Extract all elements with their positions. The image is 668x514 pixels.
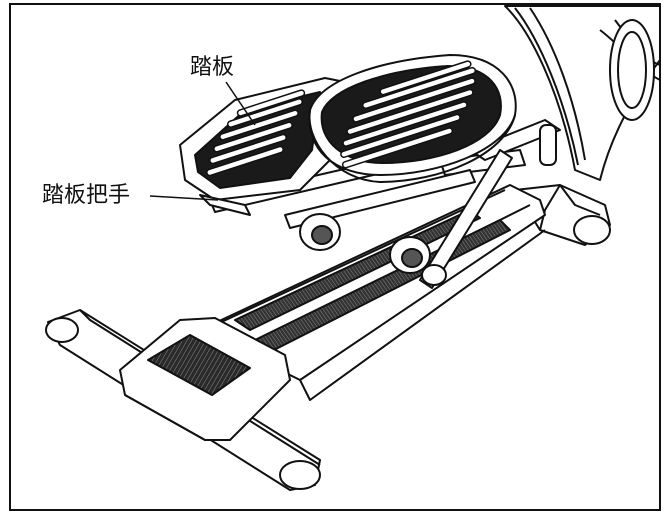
pedal-arms	[209, 119, 561, 289]
right-pedal	[308, 54, 517, 183]
pedal-label: 踏板	[190, 55, 234, 80]
roller-wheels	[299, 213, 447, 286]
front-base-housing	[119, 317, 291, 441]
left-pedal	[179, 77, 346, 216]
machine-drawing	[45, 5, 661, 491]
pedal-handle-label: 踏板把手	[42, 183, 130, 208]
pedal-leader-line	[225, 81, 256, 126]
figure-frame	[9, 3, 661, 511]
callout-lines	[149, 81, 256, 201]
pedal-handle-leader-line	[149, 195, 219, 201]
flywheel-housing	[504, 5, 661, 181]
